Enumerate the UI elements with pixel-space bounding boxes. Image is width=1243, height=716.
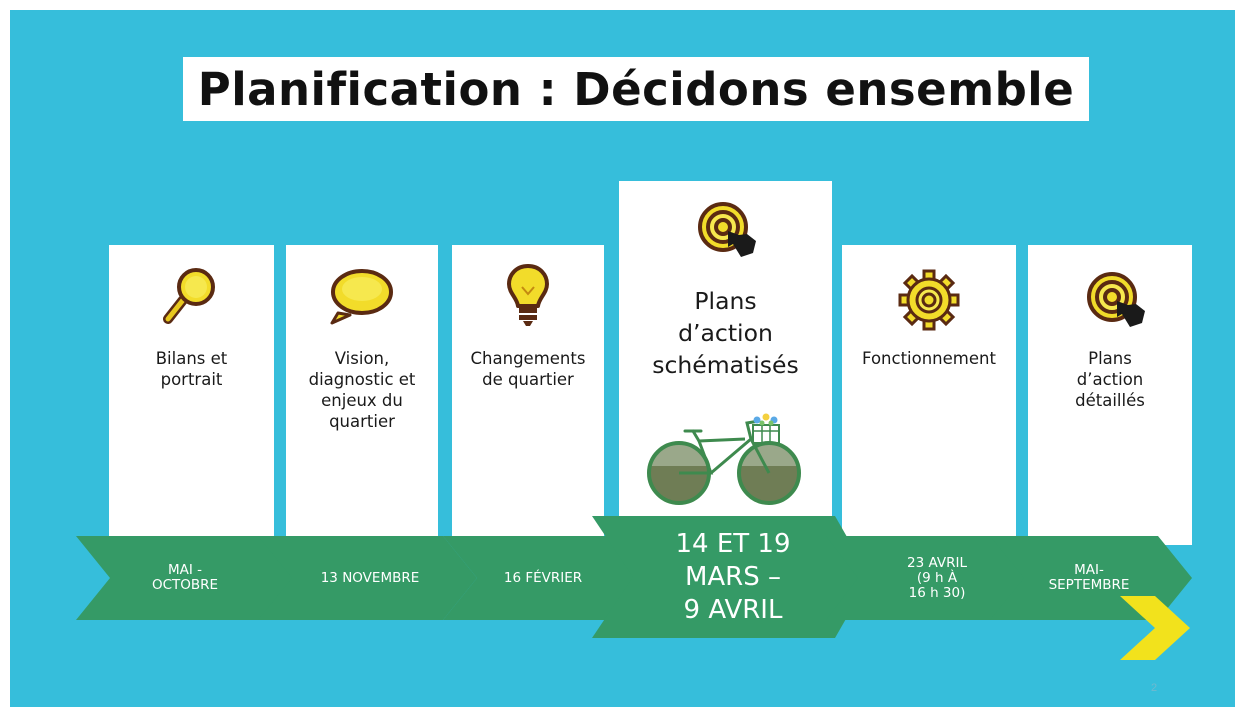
chevron-5 bbox=[826, 536, 1048, 620]
stage-date-1: MAI - OCTOBRE bbox=[151, 562, 219, 593]
yellow-arrow-icon bbox=[1120, 596, 1190, 660]
stage-date-5: 23 AVRIL (9 h À 16 h 30) bbox=[907, 554, 967, 601]
target-click-icon bbox=[1087, 272, 1145, 327]
stage-card-bilans: Bilans et portrait bbox=[109, 245, 274, 545]
stage-label-plans-schematises: Plans d’action schématisés bbox=[652, 287, 799, 379]
magnifier-icon bbox=[163, 268, 215, 324]
chevron-3 bbox=[443, 536, 664, 620]
stage-label-bilans: Bilans et portrait bbox=[155, 349, 228, 389]
stage-card-changements: Changements de quartier bbox=[452, 245, 604, 545]
stage-label-vision: Vision, diagnostic et enjeux du quartier bbox=[308, 349, 416, 431]
stage-label-plans-detailles: Plans d’action détaillés bbox=[1075, 349, 1145, 410]
gear-icon bbox=[898, 269, 960, 331]
stage-date-2: 13 NOVEMBRE bbox=[320, 569, 420, 586]
slide-title: Planification : Décidons ensemble bbox=[197, 62, 1075, 116]
stage-label-fonctionnement: Fonctionnement bbox=[862, 349, 996, 368]
stage-card-fonctionnement: Fonctionnement bbox=[842, 245, 1016, 545]
bicycle-illustration bbox=[647, 413, 801, 505]
stage-label-changements: Changements de quartier bbox=[470, 349, 586, 389]
stage-date-4: 14 ET 19 MARS – 9 AVRIL bbox=[675, 528, 791, 625]
title-box: Planification : Décidons ensemble bbox=[183, 57, 1089, 121]
stage-card-plans-detailles: Plans d’action détaillés bbox=[1028, 245, 1192, 545]
lightbulb-icon bbox=[507, 264, 549, 326]
stage-date-3: 16 FÉVRIER bbox=[503, 569, 583, 586]
chevron-4 bbox=[592, 516, 870, 638]
target-click-icon bbox=[698, 202, 756, 257]
chevron-1 bbox=[76, 536, 294, 620]
stage-date-6: MAI- SEPTEMBRE bbox=[1048, 562, 1130, 593]
chevron-2 bbox=[258, 536, 477, 620]
stage-card-plans-schematises: Plans d’action schématisés bbox=[619, 181, 832, 545]
page-number: 2 bbox=[1151, 682, 1158, 694]
stage-card-vision: Vision, diagnostic et enjeux du quartier bbox=[286, 245, 438, 545]
speech-bubble-icon bbox=[330, 269, 393, 325]
